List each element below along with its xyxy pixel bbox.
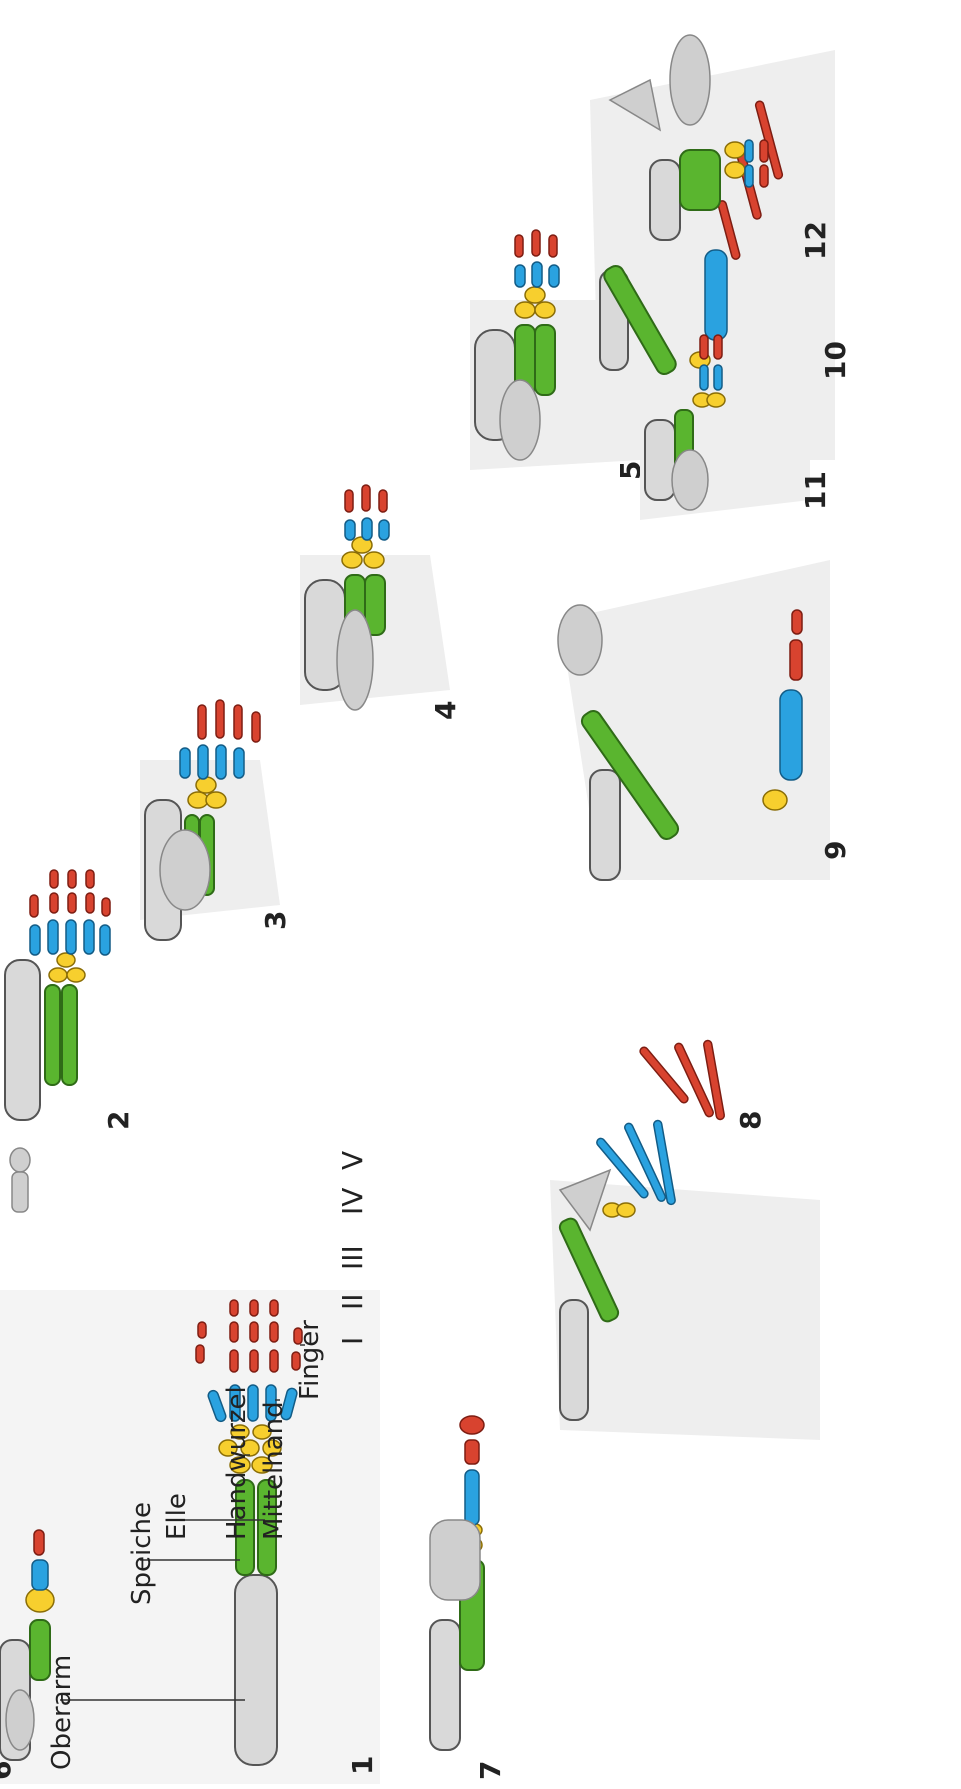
panel-number-7: 7 (474, 1761, 507, 1780)
metacarpals (465, 1470, 479, 1525)
humerus-bone (5, 960, 40, 1120)
panel-number-4: 4 (429, 701, 462, 720)
mole-silhouette-icon (500, 380, 540, 460)
phalanges (30, 870, 110, 917)
phalanges (198, 700, 260, 742)
dolphin-silhouette-icon (337, 610, 373, 710)
humerus-bone (645, 420, 675, 500)
numeral-3: III (336, 1245, 369, 1270)
carpals (26, 1588, 54, 1612)
numeral-1: I (336, 1337, 369, 1345)
metacarpals (515, 262, 559, 287)
label-finger: Finger (295, 1320, 325, 1400)
phalanges (460, 1416, 484, 1464)
metacarpals (30, 920, 110, 955)
metacarpals (705, 250, 727, 340)
numeral-5: V (336, 1151, 369, 1170)
humerus-bone (430, 1620, 460, 1750)
radius-bone (680, 150, 720, 210)
metacarpals (32, 1560, 48, 1590)
panel-number-1: 1 (346, 1756, 379, 1775)
phalanges (515, 230, 557, 257)
panel-number-3: 3 (259, 911, 292, 930)
panel-3-turtle: 3 (140, 700, 292, 940)
panel-8-bat: 8 (550, 1040, 820, 1440)
ulna-bone (535, 325, 555, 395)
carpals (763, 790, 787, 810)
humerus-bone (560, 1300, 588, 1420)
metacarpals (780, 690, 802, 780)
panel-number-2: 2 (102, 1111, 135, 1130)
label-speiche: Speiche (127, 1502, 157, 1605)
label-handwurzel: Handwurzel (222, 1386, 252, 1540)
ulna-bone (62, 985, 77, 1085)
panel-4-dolphin: 4 (300, 485, 462, 720)
panel-number-6: 6 (0, 1761, 17, 1780)
humerus-bone (590, 770, 620, 880)
salamander-silhouette-icon (672, 450, 708, 510)
label-elle: Elle (162, 1493, 192, 1540)
phalanges (34, 1530, 44, 1555)
panel-number-8: 8 (734, 1111, 767, 1130)
panel-number-9: 9 (819, 841, 852, 860)
horse-silhouette-icon (430, 1520, 480, 1600)
turtle-silhouette-icon (160, 830, 210, 910)
humerus-bone (650, 160, 680, 240)
human-silhouette-icon (10, 1148, 30, 1212)
panel-1-schema: Oberarm Speiche Elle Handwurzel Mittelha… (0, 1151, 380, 1784)
penguin-silhouette-icon (6, 1690, 34, 1750)
carpals (49, 953, 85, 982)
metacarpals (345, 518, 389, 540)
phalanges (638, 1040, 724, 1120)
label-oberarm: Oberarm (47, 1655, 77, 1770)
mole-silhouette-icon (670, 35, 710, 125)
panel-9-bird: 9 (558, 560, 852, 880)
numeral-2: II (336, 1293, 369, 1310)
panel-number-12: 12 (799, 221, 832, 260)
radius-bone (30, 1620, 50, 1680)
phalanges (790, 610, 802, 680)
panel-number-11: 11 (799, 471, 832, 510)
numeral-4: IV (336, 1188, 369, 1215)
radius-bone (45, 985, 60, 1085)
carpals (603, 1203, 635, 1217)
label-mittelhand: Mittelhand (259, 1401, 289, 1540)
humerus-bone (235, 1575, 277, 1765)
panel-number-10: 10 (819, 341, 852, 380)
panel-2-human: 2 (5, 870, 135, 1212)
phalanges (345, 485, 387, 512)
bird-silhouette-icon (558, 605, 602, 675)
panel-7-horse: 7 (430, 1416, 507, 1780)
carpals (693, 393, 725, 407)
